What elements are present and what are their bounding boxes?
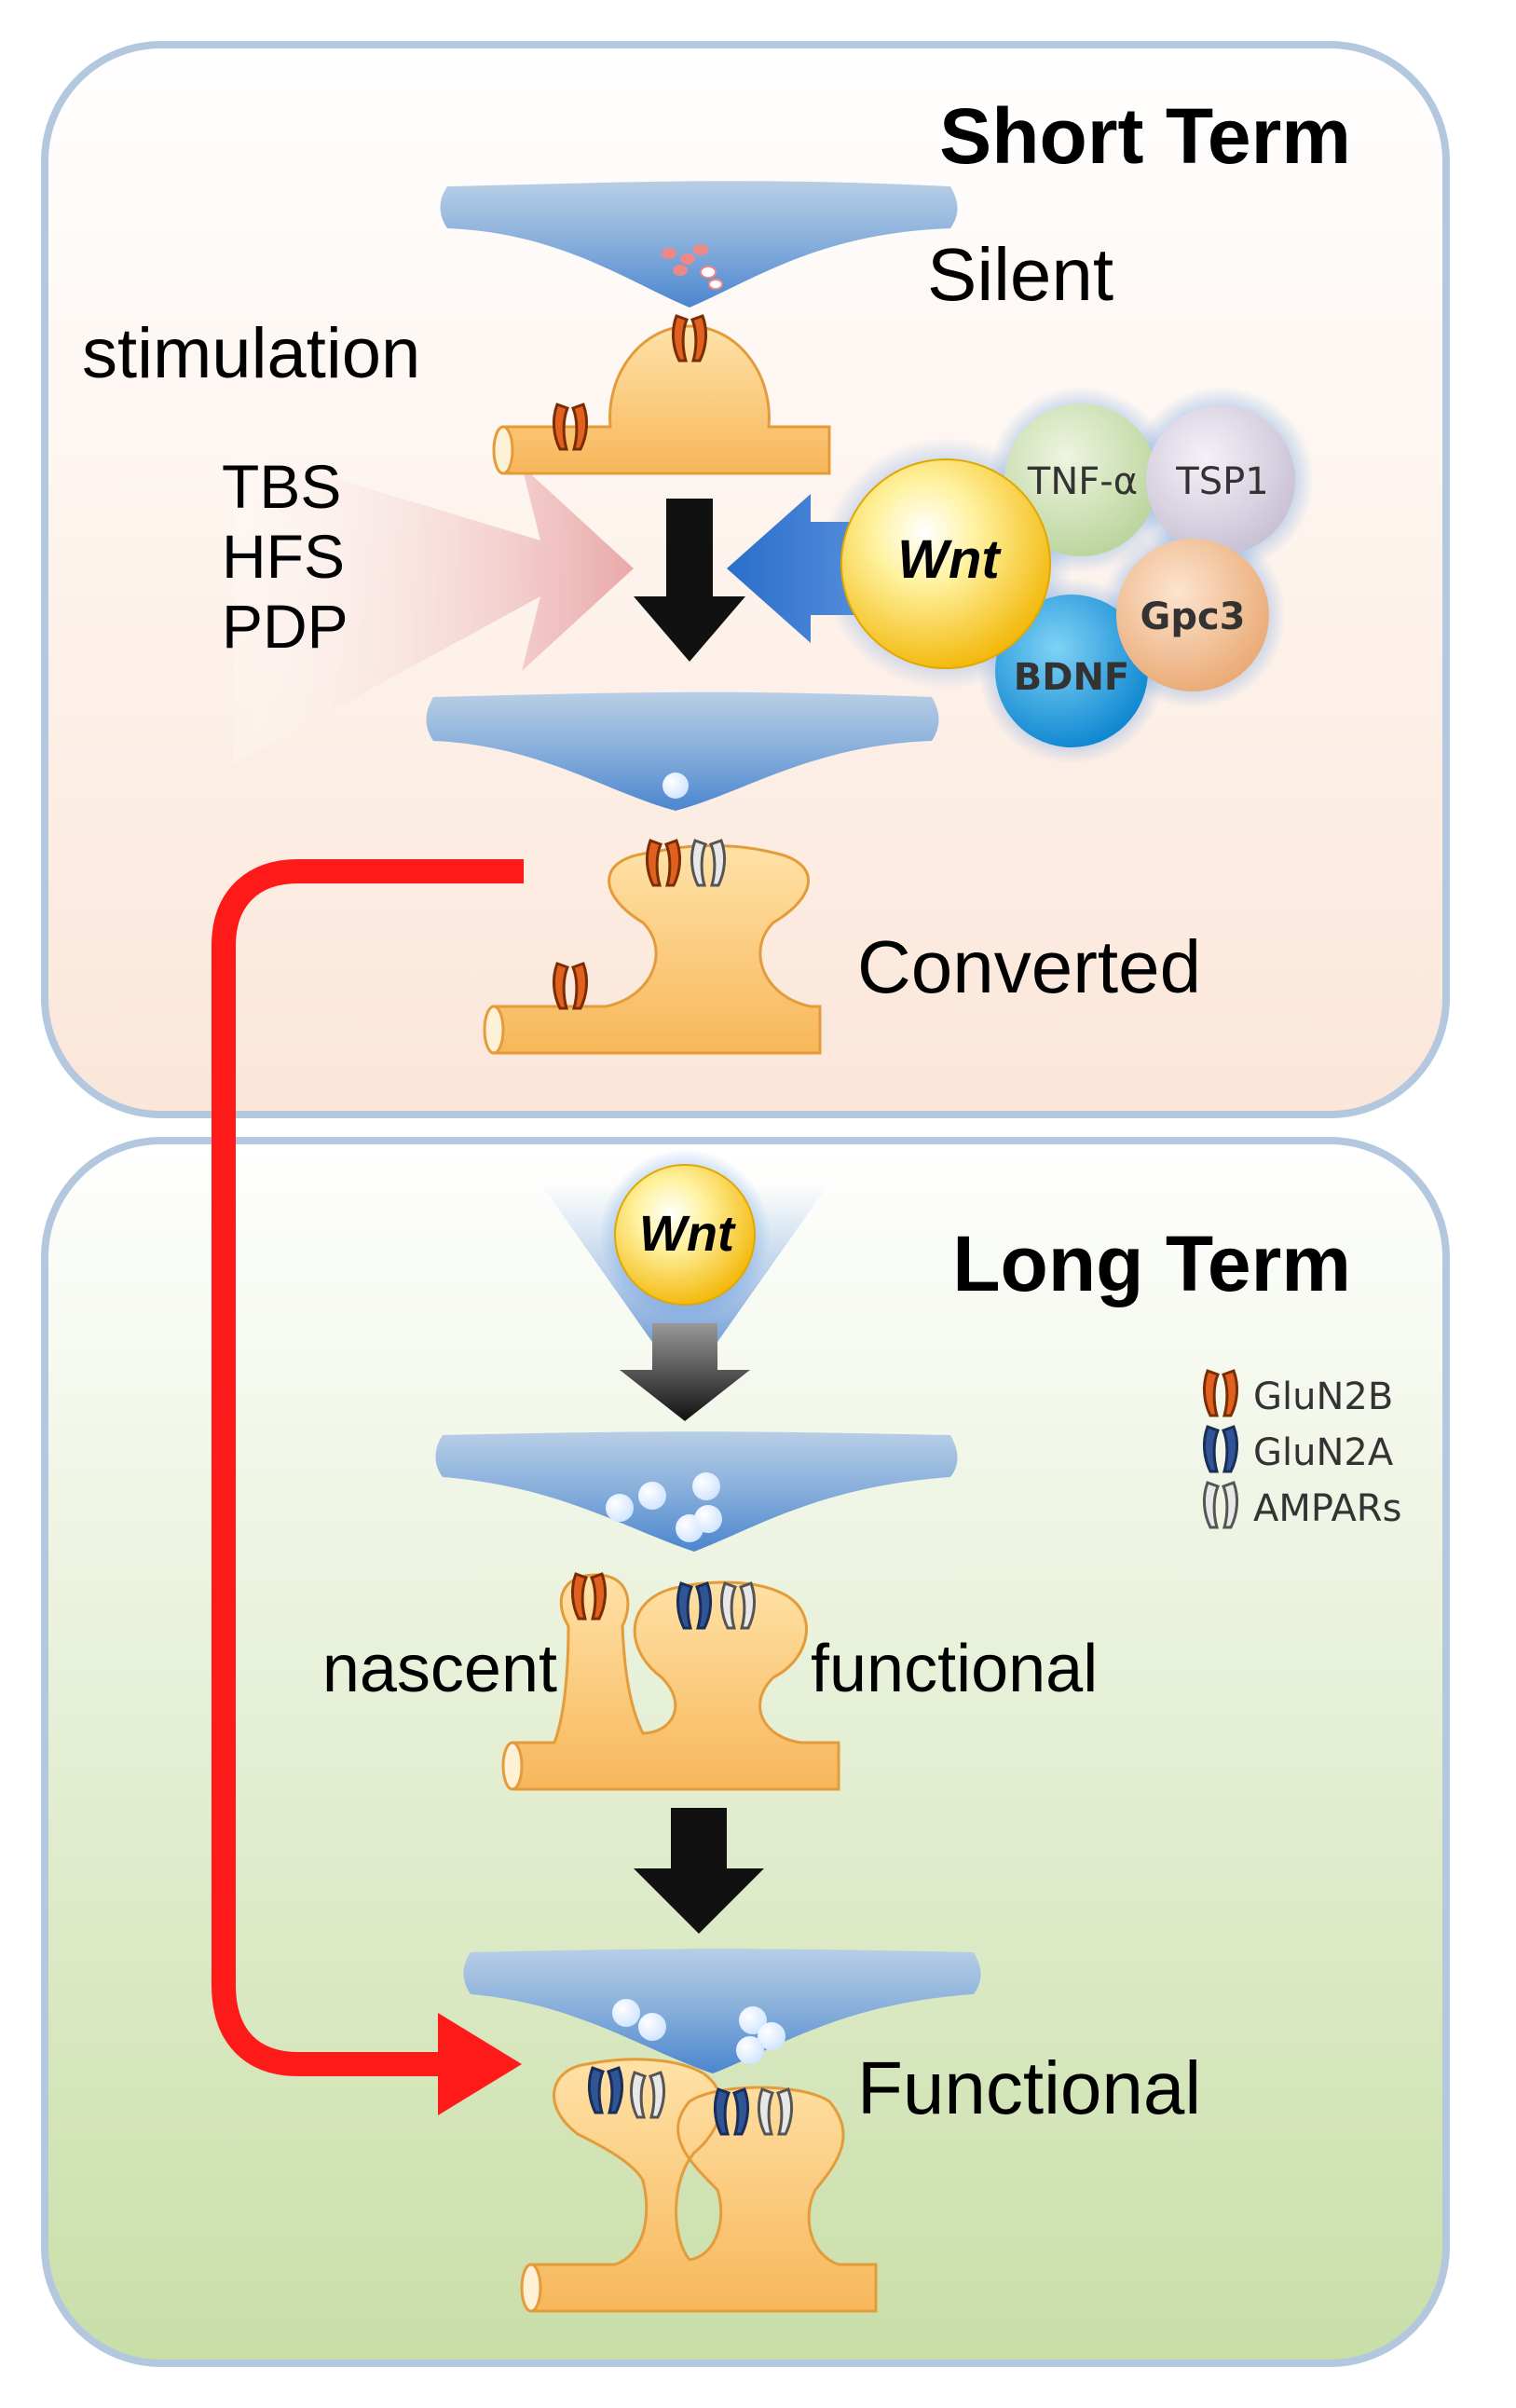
final-functional-label: Functional: [857, 2046, 1201, 2129]
conversion-arrow: [634, 499, 745, 662]
protocol-pdp: PDP: [222, 592, 348, 661]
long-term-wnt-factor: [614, 1164, 756, 1306]
protocol-hfs: HFS: [222, 522, 345, 591]
gpc3-factor: [1116, 539, 1269, 691]
bdnf-label: BDNF: [1014, 656, 1130, 699]
converted-label: Converted: [857, 925, 1201, 1008]
short-term-title: Short Term: [939, 92, 1351, 180]
silent-presynaptic-terminal: [440, 181, 958, 308]
tsp1-factor: [1146, 405, 1295, 554]
converted-dendritic-spine: [483, 844, 822, 1055]
intermediate-presynaptic-terminal: [435, 1431, 958, 1552]
legend-ampar-label: AMPARs: [1253, 1487, 1401, 1530]
stimulation-label: stimulation: [82, 314, 420, 393]
bypass-arrow: [212, 859, 524, 2076]
tsp1-label: TSP1: [1175, 460, 1268, 503]
bypass-arrowhead: [438, 2013, 522, 2115]
functional-presynaptic-terminal: [463, 1949, 981, 2073]
final-maturation-arrow: [634, 1808, 764, 1934]
gpc3-label: Gpc3: [1140, 595, 1245, 638]
silent-label: Silent: [927, 233, 1113, 316]
maturation-arrow: [620, 1323, 750, 1421]
wnt-label: Wnt: [897, 529, 1002, 590]
nascent-label: nascent: [322, 1632, 557, 1706]
tnf-alpha-factor: [1004, 404, 1157, 556]
long-term-title: Long Term: [952, 1220, 1351, 1307]
legend: GluN2B GluN2A AMPARs: [1202, 1369, 1401, 1530]
intermediate-dendritic-spines: [501, 1573, 840, 1791]
wnt-factor: [840, 458, 1051, 669]
tnf-alpha-label: TNF-α: [1027, 460, 1138, 503]
functional-label: functional: [811, 1632, 1098, 1706]
long-term-wnt-label: Wnt: [639, 1206, 736, 1262]
protocol-tbs: TBS: [222, 452, 341, 521]
legend-glun2b-label: GluN2B: [1253, 1375, 1393, 1418]
stimulation-arrow: [233, 447, 634, 764]
legend-glun2a-label: GluN2A: [1253, 1431, 1394, 1474]
converted-presynaptic-terminal: [426, 691, 939, 811]
bdnf-factor: [995, 595, 1148, 747]
